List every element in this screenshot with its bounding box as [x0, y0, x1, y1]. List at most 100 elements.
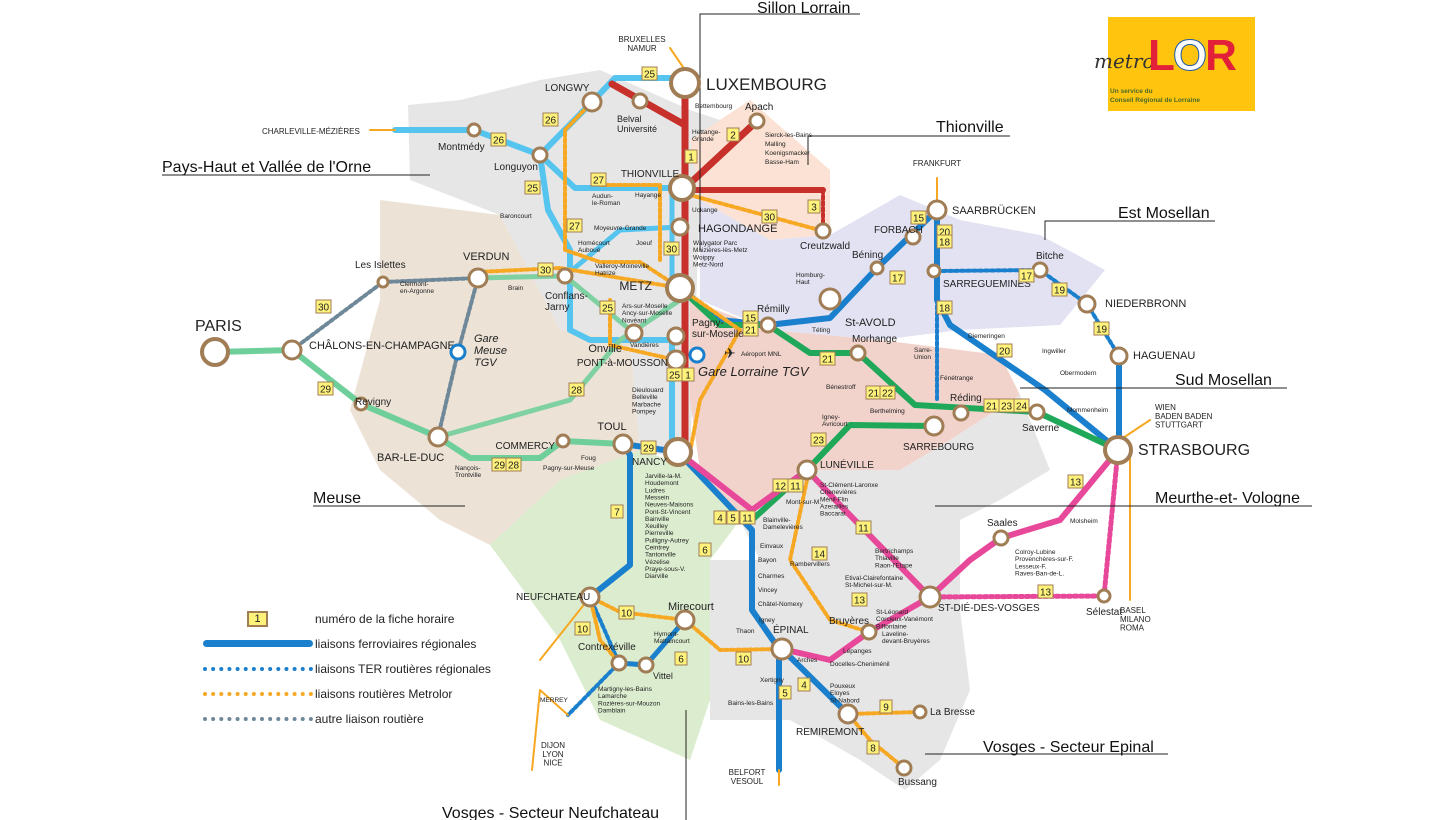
line-badge-2[interactable]: 2: [726, 127, 740, 142]
stop-einvaux[interactable]: Einvaux: [760, 543, 784, 550]
line-badge-13[interactable]: 13: [1037, 584, 1054, 599]
line-badge-8[interactable]: 8: [866, 740, 880, 755]
line-23-luneville-sarrebourg[interactable]: [749, 422, 937, 523]
line-8-bussang[interactable]: [846, 712, 906, 770]
line-badge-23[interactable]: 23: [810, 432, 827, 447]
stop-clermont-en-argonne[interactable]: Clermont-en-Argonne: [400, 281, 434, 295]
line-longuyon-thionville[interactable]: [537, 152, 685, 191]
line-badge-29[interactable]: 29: [491, 457, 508, 472]
stop-igney-avricourt[interactable]: Igney-Avricourt: [822, 414, 848, 428]
line-badge-21[interactable]: 21: [742, 322, 759, 337]
station-metz[interactable]: METZ: [619, 273, 695, 303]
station-la-bresse[interactable]: La Bresse: [912, 704, 975, 720]
line-badge-5[interactable]: 5: [778, 685, 792, 700]
stop-ingwiller[interactable]: Ingwiller: [1042, 348, 1067, 355]
stop-brain[interactable]: Brain: [508, 285, 524, 292]
line-badge-11[interactable]: 11: [855, 520, 872, 535]
line-badge-6[interactable]: 6: [698, 542, 712, 557]
station-bruyeres[interactable]: Bruyères: [829, 616, 878, 641]
line-badge-21[interactable]: 21: [865, 385, 882, 400]
stop-sierck-les-bains[interactable]: Sierck-les-Bains: [765, 132, 813, 139]
line-badge-4[interactable]: 4: [797, 677, 811, 692]
line-badge-25[interactable]: 25: [666, 367, 683, 382]
stop-benestroff[interactable]: Bénestroff: [826, 384, 856, 391]
station-nancy[interactable]: NANCY: [632, 437, 693, 468]
line-25-metz-pont-a-mousson[interactable]: [608, 298, 678, 362]
line-badge-26[interactable]: 26: [542, 112, 559, 127]
station-toul[interactable]: TOUL: [597, 421, 634, 455]
line-metz-tgv[interactable]: [688, 293, 742, 454]
stop-vincey[interactable]: Vincey: [758, 587, 778, 594]
line-badge-30[interactable]: 30: [761, 209, 778, 224]
station-pagny-sur-moselle[interactable]: Pagny-sur-Moselle: [666, 318, 744, 346]
line-longuyon-conflans-metz[interactable]: [537, 152, 675, 455]
line-badge-28[interactable]: 28: [568, 382, 585, 397]
station-niederbronn[interactable]: NIEDERBRONN: [1077, 294, 1186, 314]
stop-berthelming[interactable]: Berthelming: [870, 408, 905, 415]
stop-sarre-union[interactable]: Sarre-Union: [914, 347, 932, 361]
stop-audun-le-roman[interactable]: Audun-le-Roman: [592, 193, 621, 207]
line-badge-20[interactable]: 20: [996, 343, 1013, 358]
stop-bayon[interactable]: Bayon: [758, 557, 777, 564]
stop-chatel-nomexy[interactable]: Châtel-Nomexy: [758, 601, 804, 608]
stop-hettange-grande[interactable]: Hettange-Grande: [692, 129, 721, 143]
line-belval[interactable]: [608, 80, 689, 129]
line-badge-18[interactable]: 18: [936, 300, 953, 315]
station-st-die-des-vosges[interactable]: ST-DIÉ-DES-VOSGES: [918, 585, 1040, 614]
station-luxembourg[interactable]: LUXEMBOURG: [669, 67, 827, 99]
stop-thaon[interactable]: Thaon: [736, 628, 755, 635]
line-badge-27[interactable]: 27: [566, 218, 583, 233]
line-27-hayange[interactable]: [598, 183, 662, 262]
line-badge-21[interactable]: 21: [819, 351, 836, 366]
station-longwy[interactable]: LONGWY: [545, 83, 603, 113]
station-les-islettes[interactable]: Les Islettes: [355, 260, 406, 289]
line-longwy-luxembourg[interactable]: [589, 75, 688, 105]
line-badge-3[interactable]: 3: [807, 199, 821, 214]
station-remiremont[interactable]: REMIREMONT: [796, 703, 864, 738]
line-badge-27[interactable]: 27: [590, 172, 607, 187]
station-forbach[interactable]: FORBACH: [874, 225, 923, 246]
stop-hymont-mattaincourt[interactable]: Hymont-Mattaincourt: [654, 631, 690, 645]
station-vittel[interactable]: Vittel: [637, 656, 673, 681]
stop-merrey[interactable]: MERREY: [540, 697, 568, 704]
stop-pagny-sur-meuse[interactable]: Pagny-sur-Meuse: [543, 465, 595, 472]
line-badge-9[interactable]: 9: [879, 699, 893, 714]
line-badge-25[interactable]: 25: [524, 180, 541, 195]
stop-bains-les-bains[interactable]: Bains-les-Bains: [728, 700, 774, 707]
station-onville[interactable]: Onville: [588, 323, 644, 355]
station-neufchateau[interactable]: NEUFCHATEAU: [516, 586, 601, 608]
stop-fenetrange[interactable]: Fénétrange: [940, 375, 974, 382]
line-badge-10[interactable]: 10: [735, 651, 752, 666]
station-paris[interactable]: PARIS: [195, 318, 242, 367]
line-30-thionville-creutzwald[interactable]: [688, 193, 825, 233]
station-saarbrucken[interactable]: SAARBRÜCKEN: [926, 199, 1036, 221]
stop-baroncourt[interactable]: Baroncourt: [500, 213, 532, 220]
station-conflans-jarny[interactable]: Conflans-Jarny: [545, 267, 588, 313]
line-badge-19[interactable]: 19: [1051, 282, 1068, 297]
stop-blainville-damelevieres[interactable]: Blainville-Damelevières: [763, 517, 803, 531]
station-thionville[interactable]: THIONVILLE: [621, 169, 696, 202]
line-badge-1[interactable]: 1: [684, 149, 698, 164]
stop-hayange[interactable]: Hayange: [635, 192, 661, 199]
station-bar-le-duc[interactable]: BAR-LE-DUC: [377, 426, 449, 464]
station-montmedy[interactable]: Montmédy: [438, 122, 485, 153]
station-verdun[interactable]: VERDUN: [463, 251, 510, 289]
stop-docelles-chenimenil[interactable]: Docelles-Cheniménil: [830, 661, 890, 668]
line-badge-12[interactable]: 12: [772, 478, 789, 493]
line-30-verdun-metz[interactable]: [476, 266, 682, 290]
line-badge-11[interactable]: 11: [787, 478, 804, 493]
line-badge-23[interactable]: 23: [998, 398, 1015, 413]
line-badge-4[interactable]: 4: [713, 510, 727, 525]
stop-arches[interactable]: Arches: [797, 657, 818, 664]
line-badge-11[interactable]: 11: [739, 510, 756, 525]
station-creutzwald[interactable]: Creutzwald: [800, 222, 850, 252]
station-apach[interactable]: Apach: [745, 102, 773, 130]
station-gare-lorraine-tgv[interactable]: Gare Lorraine TGV: [688, 346, 810, 379]
line-badge-22[interactable]: 22: [879, 385, 896, 400]
